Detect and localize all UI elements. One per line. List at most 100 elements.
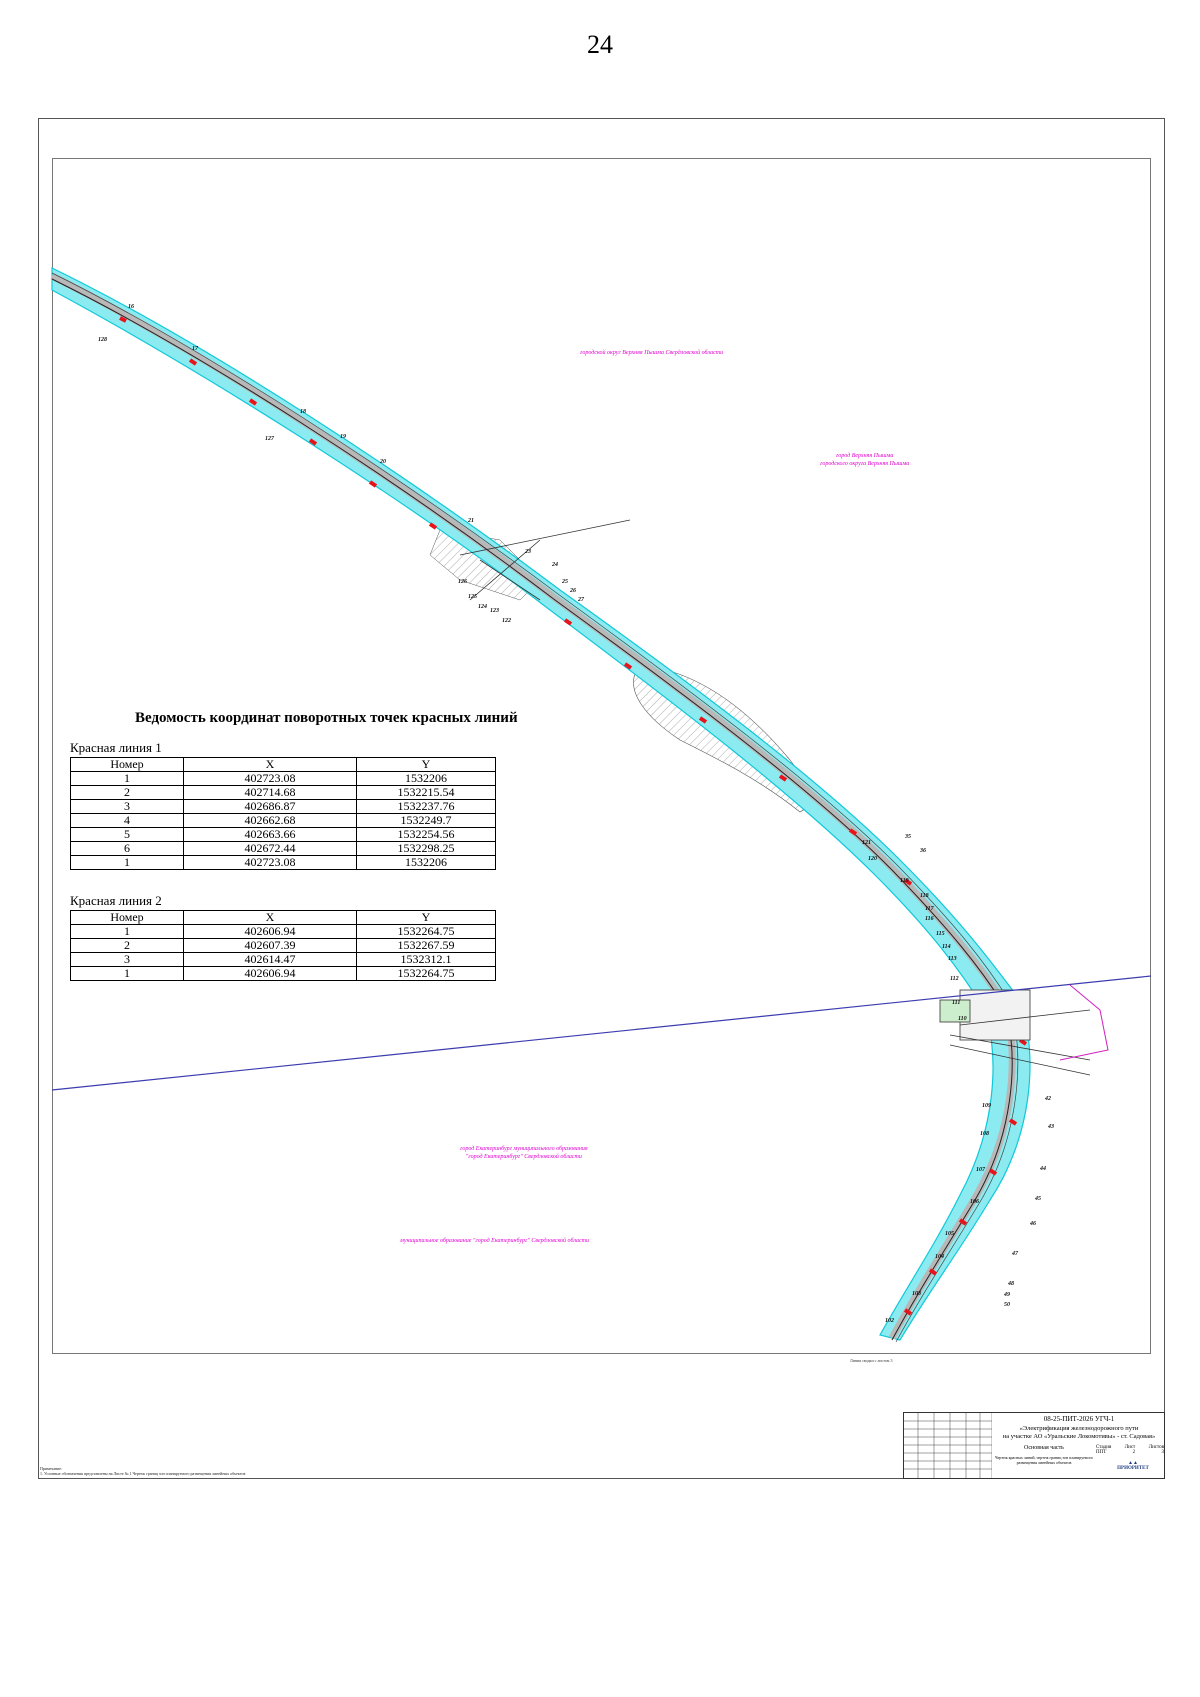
map-label-43: 43 [1047,1124,1054,1130]
map-label-20: 20 [379,459,386,465]
table-cell: 1532215.54 [356,785,496,800]
magenta-boundary [1059,984,1109,1061]
red-line-1-caption: Красная линия 1 [70,740,162,755]
map-label-119: 119 [900,878,909,884]
region-label-line: городского округа Верхняя Пышма [820,461,910,467]
railway-track-line [51,278,1013,1341]
coordinates-statement-title: Ведомость координат поворотных точек кра… [135,710,518,726]
map-label-23: 23 [524,549,531,555]
map-label-26: 26 [569,588,576,594]
footnote-line: Примечание: [40,1466,63,1471]
table-cell: 6 [70,841,184,856]
map-label-120: 120 [868,856,877,862]
stage-header: Листов [1148,1445,1164,1450]
map-label-103: 103 [912,1291,921,1297]
column-header: Y [356,757,496,772]
column-header: Y [356,910,496,925]
map-label-45: 45 [1034,1196,1041,1202]
railway-track-line-2 [51,272,1019,1343]
map-label-107: 107 [976,1167,986,1173]
table-cell: 1532298.25 [356,841,496,856]
table-cell: 402714.68 [183,785,357,800]
stage-value-row: ППТ 2 3 [1096,1450,1164,1455]
map-label-106: 106 [970,1199,979,1205]
region-label-ekaterinburg-municipality: муниципальное образование "город Екатери… [400,1238,590,1244]
table-cell: 1 [70,924,184,939]
table-header-row: Номер X Y [70,910,496,925]
drawing-sheet-inner-frame [52,158,1151,1354]
table-cell: 1 [70,771,184,786]
table-cell: 402606.94 [183,966,357,981]
footnote-line: 1. Условные обозначения представлены на … [40,1471,246,1476]
title-block: 08-25-ПИТ-2026 УГЧ-1 «Электрификация жел… [903,1412,1165,1479]
table-cell: 4 [70,813,184,828]
red-line-2-caption: Красная линия 2 [70,893,162,908]
map-label-116: 116 [925,916,934,922]
table-cell: 5 [70,827,184,842]
map-label-115: 115 [936,931,945,937]
table-cell: 1532237.76 [356,799,496,814]
table-cell: 1532312.1 [356,952,496,967]
stage-value: 3 [1161,1450,1165,1455]
map-label-122: 122 [502,618,511,624]
column-header: Номер [70,910,184,925]
project-title-line: на участке АО «Уральские Локомотивы» - с… [1002,1433,1156,1440]
table-cell: 2 [70,938,184,953]
table-cell: 402723.08 [183,855,357,870]
corridor-inner-band [50,272,1016,1340]
map-label-118: 118 [920,893,929,899]
map-label-21: 21 [467,518,474,524]
page-number: 24 [587,30,613,59]
map-label-105: 105 [945,1231,954,1237]
table-cell: 402723.08 [183,771,357,786]
region-label-line: город Екатеринбург муниципального образо… [460,1146,588,1152]
map-label-16: 16 [128,304,134,310]
region-label-line: город Верхняя Пышма [835,453,894,459]
table-cell: 1532254.56 [356,827,496,842]
map-label-102: 102 [885,1318,894,1324]
region-label-line: "город Екатеринбург" Свердловской област… [465,1154,582,1160]
map-label-111: 111 [952,1000,960,1006]
table-cell: 402686.87 [183,799,357,814]
map-label-108: 108 [980,1131,989,1137]
stage-header: Лист [1124,1445,1136,1450]
region-label-ekaterinburg-city: город Екатеринбург муниципального образо… [460,1145,588,1161]
column-header: Номер [70,757,184,772]
region-label-verkhnyaya-pyshma-city: город Верхняя Пышма городского округа Ве… [820,452,909,468]
map-label-42: 42 [1044,1096,1051,1102]
map-label-24: 24 [551,562,558,568]
sheet-match-line-note: Линия сводки с листом 3 [850,1358,893,1363]
logo-mountain-icon: ▲▲ [1128,1461,1138,1466]
red-line-segments [119,316,1028,1316]
table-cell: 1532267.59 [356,938,496,953]
map-label-128: 128 [98,337,107,343]
region-label-verkhnyaya-pyshma-district: городской округ Верхняя Пышма Свердловск… [580,350,724,356]
map-label-125: 125 [468,594,477,600]
project-title-line: «Электрификация железнодорожного пути [1019,1425,1139,1432]
company-logo-text: ПРИОРИТЕТ [1117,1466,1149,1471]
stage-value: 2 [1132,1450,1136,1455]
drawing-sheet-outer-frame [38,118,1165,1479]
table-cell: 402607.39 [183,938,357,953]
map-label-114: 114 [942,944,951,950]
company-logo: ▲▲ ПРИОРИТЕТ [1109,1461,1157,1475]
document-part: Основная часть [1024,1445,1064,1451]
map-label-123: 123 [490,608,499,614]
map-label-113: 113 [948,956,957,962]
map-label-27: 27 [577,597,585,603]
stage-header: Стадия [1096,1445,1112,1450]
stage-table: Стадия Лист Листов ППТ 2 3 [1096,1445,1164,1455]
stage-header-row: Стадия Лист Листов [1096,1445,1164,1450]
municipal-boundary-line [51,975,1152,1091]
